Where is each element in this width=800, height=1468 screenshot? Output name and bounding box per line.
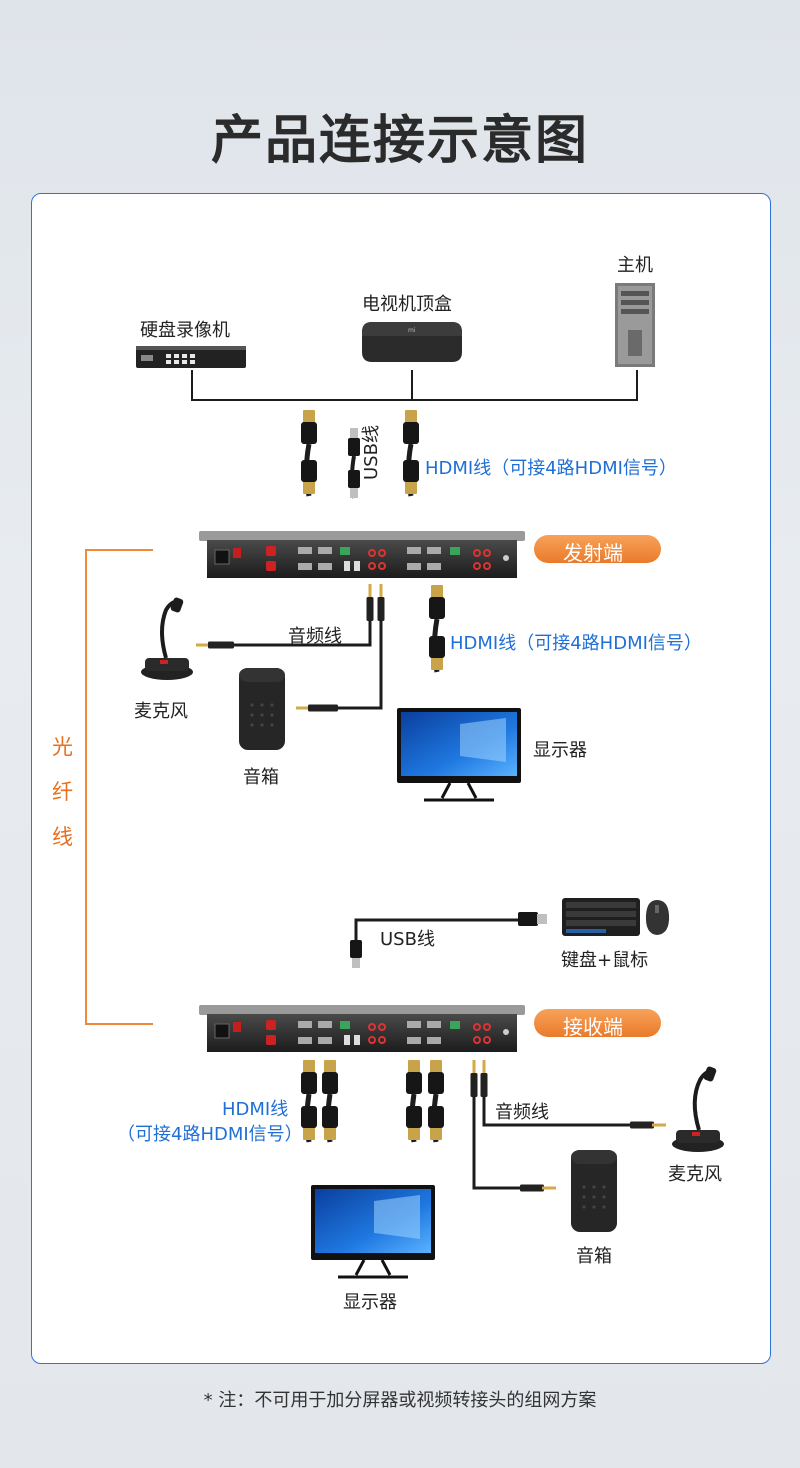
rx-hdmi-cables — [301, 1060, 444, 1143]
receiver-label: 接收端 — [563, 1015, 623, 1039]
mic-label-bottom: 麦克风 — [668, 1164, 722, 1185]
mic-top — [141, 597, 193, 680]
speaker-top — [239, 668, 285, 750]
top-hdmi-cable-left — [301, 410, 317, 497]
rx-usb-plug-v — [350, 940, 362, 968]
hdmi-cable-label-top: HDMI线（可接4路HDMI信号） — [425, 458, 677, 479]
audio-cable-label-top: 音频线 — [288, 626, 342, 647]
dvr-label: 硬盘录像机 — [140, 320, 230, 341]
top-usb-cable — [348, 428, 360, 499]
dvr-device — [136, 346, 246, 368]
rx-mic-jack — [630, 1121, 666, 1129]
monitor-top — [397, 708, 521, 802]
monitor-label-bottom: 显示器 — [343, 1292, 397, 1313]
speaker-bottom — [571, 1150, 617, 1232]
footnote: * 注：不可用于加分屏器或视频转接头的组网方案 — [203, 1390, 597, 1411]
settop-device: mi — [362, 322, 462, 362]
settop-label: 电视机顶盒 — [362, 294, 452, 315]
keyboard-mouse — [562, 898, 670, 936]
hdmi-cable-label-bottom: HDMI线 — [222, 1099, 289, 1120]
usb-cable-label-top: USB线 — [361, 425, 382, 480]
transmitter-badge — [534, 535, 661, 563]
top-hdmi-cable-right — [403, 410, 419, 497]
mic-label-top: 麦克风 — [134, 701, 188, 722]
transmitter-unit — [199, 531, 525, 578]
fiber-bracket — [85, 549, 153, 1025]
page-title: 产品连接示意图 — [210, 111, 589, 171]
kbmouse-label: 键盘+鼠标 — [561, 950, 649, 971]
usb-cable-label-bottom: USB线 — [380, 929, 435, 950]
monitor-bottom — [311, 1185, 435, 1279]
mic-bottom — [672, 1066, 724, 1152]
rx-speaker-jack — [520, 1184, 556, 1192]
receiver-unit — [199, 1005, 525, 1052]
monitor-label-top: 显示器 — [533, 740, 587, 761]
hdmi-cable-sublabel-bottom: （可接4路HDMI信号） — [117, 1124, 303, 1145]
mic-jack — [196, 641, 234, 649]
fiber-char-1: 光 — [52, 735, 73, 759]
speaker-jack — [296, 704, 338, 712]
audio-cable-label-bottom: 音频线 — [495, 1102, 549, 1123]
fiber-char-3: 线 — [52, 825, 73, 849]
speaker-label-top: 音箱 — [243, 767, 279, 788]
speaker-label-bottom: 音箱 — [576, 1246, 612, 1267]
svg-text:mi: mi — [408, 327, 416, 334]
fiber-char-2: 纤 — [52, 780, 73, 804]
hdmi-cable-label-mid: HDMI线（可接4路HDMI信号） — [450, 633, 702, 654]
transmitter-label: 发射端 — [563, 541, 623, 565]
host-label: 主机 — [617, 255, 653, 276]
receiver-badge — [534, 1009, 661, 1037]
host-tower — [615, 283, 655, 367]
rx-usb-plug-h — [518, 912, 547, 926]
tx-hdmi-out-cable — [429, 585, 445, 673]
rx-audio-jacks — [470, 1060, 488, 1097]
tx-audio-jacks — [366, 584, 385, 621]
